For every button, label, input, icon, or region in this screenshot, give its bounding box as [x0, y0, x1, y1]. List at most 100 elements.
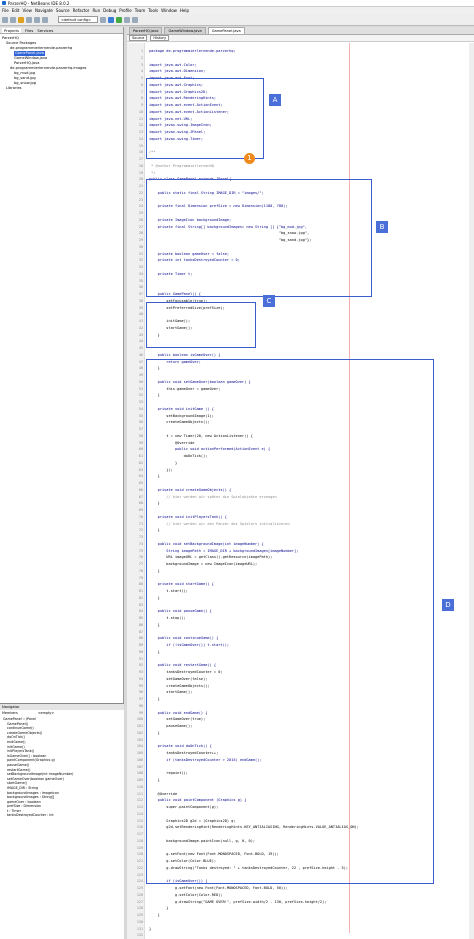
project-tree: ParzerHQ Source Packages de.programmierl…: [0, 34, 123, 93]
menu-item[interactable]: Source: [55, 8, 70, 13]
profile-icon[interactable]: [132, 16, 138, 23]
navigator-item[interactable]: setGameOver(boolean gameOver): [7, 776, 64, 781]
line-number: 124: [136, 879, 143, 884]
tab-files[interactable]: Files: [24, 27, 34, 33]
navigator-item[interactable]: restartGame(): [7, 767, 31, 772]
navigator-item[interactable]: backgroundImages : ImageIcon: [7, 790, 59, 795]
right-margin-line: [349, 43, 350, 933]
line-number: 60: [138, 447, 143, 452]
tab-gamewindow-java[interactable]: GameWindow.java: [164, 27, 206, 34]
code-area[interactable]: package de.programmierlernende.parzerhq;…: [147, 43, 474, 939]
line-number: 92: [138, 663, 143, 668]
line-number: 7: [140, 89, 143, 94]
navigator-item[interactable]: setBackgroundImage(int imageNumber): [7, 772, 74, 777]
navigator-filter[interactable]: Members<empty>: [2, 711, 55, 715]
redo-icon[interactable]: [42, 16, 48, 23]
tree-item[interactable]: de.programmierlernende.parzerhq: [10, 46, 73, 50]
navigator-item[interactable]: createGameObjects(): [7, 730, 43, 735]
code-line: repaint();: [149, 771, 188, 776]
line-number: 83: [138, 602, 143, 607]
line-number: 32: [138, 258, 143, 263]
navigator-item[interactable]: backgroundImages : String[]: [7, 795, 55, 800]
tab-services[interactable]: Services: [37, 27, 54, 33]
menu-item[interactable]: Refactor: [72, 8, 90, 13]
navigator-item[interactable]: paintComponent(Graphics g): [7, 758, 55, 763]
line-number: 129: [136, 913, 143, 917]
tree-item-selected[interactable]: GamePanel.java: [14, 51, 46, 56]
line-number: 130: [136, 919, 143, 924]
navigator-item[interactable]: endGame(): [7, 739, 26, 744]
source-button[interactable]: Source: [129, 35, 148, 41]
tree-item[interactable]: bg_mud.jpg: [14, 71, 36, 75]
build-icon[interactable]: [100, 16, 106, 23]
tab-parzerhq-java[interactable]: ParzerHQ.java: [129, 27, 163, 34]
tree-item[interactable]: Source Packages: [6, 41, 37, 45]
run-icon[interactable]: [116, 16, 122, 23]
line-number: 72: [138, 528, 143, 533]
menu-item[interactable]: Team: [134, 8, 146, 13]
menu-item[interactable]: Profile: [119, 8, 132, 13]
line-number: 110: [136, 784, 143, 789]
menu-item[interactable]: Edit: [11, 8, 20, 13]
navigator-item[interactable]: initPlayersTank(): [7, 749, 35, 754]
code-line: backgroundImage = new ImageIcon(imageURL…: [149, 562, 258, 566]
navigator-item[interactable]: isGameOver() : boolean: [7, 753, 47, 758]
window-title-bar: ParzerHQ - NetBeans IDE 8.0.2: [0, 0, 474, 7]
navigator-item[interactable]: t : Timer: [7, 808, 21, 813]
navigator-item[interactable]: startGame(): [7, 781, 28, 786]
menu-item[interactable]: File: [2, 8, 9, 13]
code-line: public boolean isGameOver() {: [149, 352, 221, 357]
menu-item[interactable]: View: [22, 8, 32, 13]
menu-item[interactable]: Debug: [103, 8, 117, 13]
new-project-icon[interactable]: [2, 16, 8, 23]
open-project-icon[interactable]: [18, 16, 24, 23]
tab-gamepanel-java[interactable]: GamePanel.java: [207, 27, 245, 34]
menu-item[interactable]: Tools: [148, 8, 159, 13]
code-line: }: [149, 778, 160, 782]
code-line: initGame();: [149, 319, 191, 323]
menu-item[interactable]: Run: [92, 8, 101, 13]
undo-icon[interactable]: [34, 16, 40, 23]
navigator-item[interactable]: GamePanel(): [7, 721, 29, 726]
menu-item[interactable]: Help: [179, 8, 190, 13]
tree-item[interactable]: bg_sand.jpg: [14, 76, 36, 80]
navigator-item[interactable]: tanksDestroyedCounter : int: [7, 813, 54, 818]
tab-projects[interactable]: Projects: [2, 27, 21, 33]
new-file-icon[interactable]: [10, 16, 16, 23]
navigator-item[interactable]: gameOver : boolean: [7, 799, 41, 804]
tree-item[interactable]: ParzerHQ.java: [14, 61, 40, 65]
clean-build-icon[interactable]: [108, 16, 114, 23]
menu-item[interactable]: Navigate: [34, 8, 53, 13]
history-button[interactable]: History: [150, 35, 170, 41]
line-number: 39: [138, 305, 143, 310]
code-line: private void initGame () {: [149, 406, 214, 411]
tree-item[interactable]: GameWindow.java: [14, 56, 48, 60]
line-number: 115: [136, 818, 143, 823]
main-toolbar: <default config>: [0, 14, 474, 26]
code-line: doOnTick();: [149, 454, 208, 458]
tree-item[interactable]: de.programmierlernende.parzerhq.images: [10, 66, 87, 70]
menu-item[interactable]: Window: [161, 8, 177, 13]
line-number: 21: [138, 184, 143, 188]
navigator-item[interactable]: continueGame(): [7, 726, 34, 731]
tree-item[interactable]: Libraries: [6, 86, 22, 90]
code-line: setGameOver(true);: [149, 717, 206, 722]
save-all-icon[interactable]: [26, 16, 32, 23]
tree-item[interactable]: ParzerHQ: [2, 36, 19, 40]
line-number: 54: [138, 406, 143, 411]
line-number: 42: [138, 325, 143, 330]
navigator-item[interactable]: IMAGE_DIR : String: [7, 785, 39, 790]
debug-icon[interactable]: [124, 16, 130, 23]
annotation-badge: 1: [244, 153, 255, 164]
tree-item[interactable]: bg_snow.jpg: [14, 81, 37, 85]
navigator-item[interactable]: pauseGame(): [7, 762, 30, 767]
navigator-item[interactable]: prefSize : Dimension: [7, 804, 42, 809]
config-select[interactable]: <default config>: [58, 16, 98, 23]
editor-scrollbar[interactable]: [469, 43, 474, 939]
line-number: 94: [138, 676, 143, 681]
navigator-item[interactable]: initGame(): [7, 744, 25, 749]
navigator-item[interactable]: doOnTick(): [7, 735, 25, 740]
navigator-item[interactable]: GamePanel :: JPanel: [3, 717, 36, 721]
